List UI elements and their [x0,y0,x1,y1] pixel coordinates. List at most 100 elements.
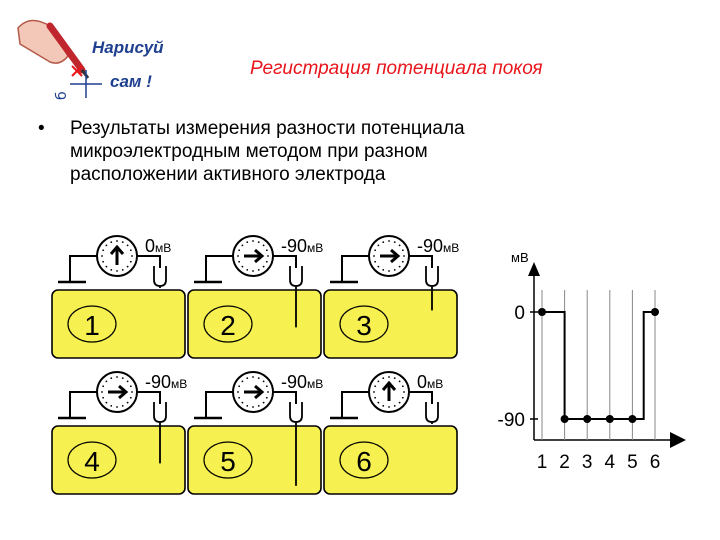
reading-label: -90мВ [145,372,187,392]
data-point [583,415,592,423]
dial-tick [110,268,113,271]
data-point [538,308,546,316]
dial-tick [252,270,254,272]
dial-tick [105,401,108,404]
dial-tick [393,377,396,380]
dial-tick [382,404,385,407]
dial-tick [126,401,129,404]
dial-tick [110,377,113,380]
reading-label: -90мВ [281,236,323,256]
data-point [605,415,614,423]
dial-tick [101,255,103,257]
x-tick-label: 2 [559,452,570,473]
cell-wire-ground [69,391,97,418]
cell-number: 2 [220,310,236,341]
dial-tick [131,255,133,257]
x-axis-arrow [670,432,686,448]
dial-tick [238,385,241,388]
dial-tick [121,268,124,271]
cell-4: 4 -90мВ [51,371,187,495]
dial-tick [393,404,396,407]
dial-tick [401,396,404,399]
cell-wire-active [137,255,161,268]
reading-label: -90мВ [417,236,459,256]
dial-tick [398,401,401,404]
y-axis-arrow [528,262,540,276]
dial-tick [129,260,132,263]
dial-tick [102,249,105,252]
logo: б Нарисуй сам ! [10,8,170,104]
dial-tick [398,380,401,383]
cell-wire-ground [341,391,369,418]
cell-number-oval [339,441,389,479]
dial-tick [393,268,396,271]
dial-tick [131,391,133,393]
cell-wire-active [273,255,297,268]
dial-tick [101,391,103,393]
dial-tick [377,380,380,383]
reading-label: -90мВ [281,372,323,392]
cell-6: 6 0мВ [323,371,458,495]
dial-tick [110,404,113,407]
dial-tick [262,265,265,268]
cell-number: 1 [84,310,100,341]
bullet-line-1: Результаты измерения разности потенциала [70,118,465,139]
cell-3: 3-90мВ [323,235,459,359]
x-tick-label: 3 [582,452,593,473]
y-axis-label: мВ [511,250,529,265]
dial-tick [257,377,260,380]
cell-wire-ground [205,255,233,282]
cell-number-oval [203,305,253,343]
dial-tick [257,268,260,271]
dial-tick [401,385,404,388]
dial-tick [105,265,108,268]
dial-tick [246,268,249,271]
bullet-line-2: микроэлектродным методом при разном [70,141,428,162]
cell-number: 6 [356,446,372,477]
reading-label: 0мВ [417,372,443,392]
dial-tick [265,260,268,263]
pencil-hand-icon: б [17,19,102,100]
dial-tick [238,249,241,252]
svg-text:б: б [54,91,70,100]
dial-tick [121,377,124,380]
dial-tick [238,396,241,399]
dial-tick [257,404,260,407]
dial-tick [102,260,105,263]
dial-tick [265,385,268,388]
dial-tick [403,391,405,393]
cell-number: 4 [84,446,100,477]
y-tick-label: 0 [514,303,525,324]
dial-tick [267,391,269,393]
dial-tick [252,240,254,242]
dial-tick [116,406,118,408]
dial-tick [246,377,249,380]
data-point [651,308,659,316]
cell-number-oval [67,305,117,343]
dial-tick [382,241,385,244]
dial-tick [126,244,129,247]
dial-tick [102,385,105,388]
cell-wire-active [409,255,433,268]
dial-tick [388,406,390,408]
dial-tick [377,265,380,268]
dial-tick [257,241,260,244]
dial-tick [238,260,241,263]
slide-title: Регистрация потенциала покоя [250,58,543,79]
dial-tick [262,380,265,383]
dial-tick [373,255,375,257]
dial-tick [398,265,401,268]
logo-text-line2: сам ! [110,72,152,91]
dial-tick [374,249,377,252]
potential-line [542,311,655,420]
dial-tick [252,406,254,408]
cell-wire-active [273,391,297,404]
dial-tick [374,385,377,388]
dial-tick [377,401,380,404]
dial-tick [388,270,390,272]
dial-tick [116,240,118,242]
data-point [560,415,569,423]
dial-tick [241,401,244,404]
